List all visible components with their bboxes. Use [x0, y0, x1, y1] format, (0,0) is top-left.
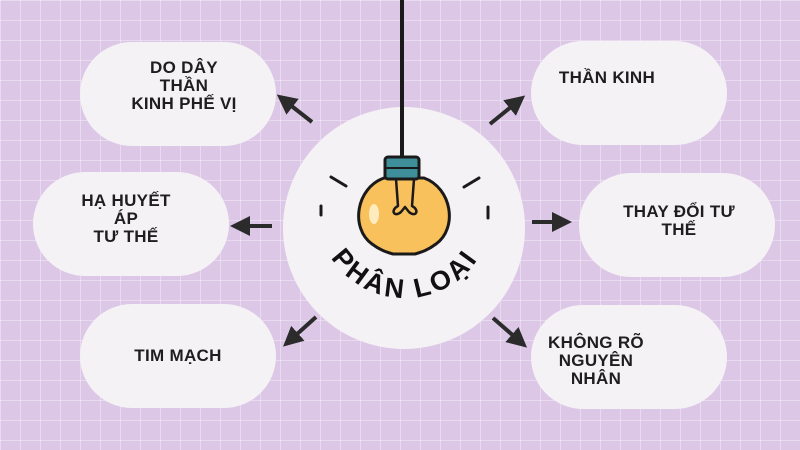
node-label: THAY ĐỔI TƯ THẾ — [623, 202, 735, 239]
arrow-top-left — [276, 94, 314, 124]
node-top-left: DO DÂY THẦN KINH PHẾ VỊ — [80, 42, 276, 146]
node-label: DO DÂY THẦN KINH PHẾ VỊ — [131, 58, 237, 113]
node-bottom-right: KHÔNG RÕ NGUYÊN NHÂN — [531, 305, 727, 409]
node-label: THẦN KINH — [558, 68, 656, 87]
arrow-bottom-right — [491, 316, 528, 348]
arrow-bottom-left — [283, 315, 318, 347]
node-bottom-left: TIM MẠCH — [80, 304, 276, 408]
node-mid-left: HẠ HUYẾT ÁP TƯ THẾ — [33, 172, 229, 276]
lightbulb-icon — [357, 155, 451, 256]
node-top-right: THẦN KINH — [531, 41, 727, 145]
node-label: TIM MẠCH — [134, 346, 222, 365]
node-label: HẠ HUYẾT ÁP TƯ THẾ — [81, 191, 171, 246]
arrow-icon — [230, 94, 572, 348]
node-label: KHÔNG RÕ NGUYÊN NHÂN — [548, 333, 644, 388]
light-rays — [319, 175, 490, 220]
arrow-top-right — [488, 95, 526, 126]
node-mid-right: THAY ĐỔI TƯ THẾ — [579, 173, 775, 277]
